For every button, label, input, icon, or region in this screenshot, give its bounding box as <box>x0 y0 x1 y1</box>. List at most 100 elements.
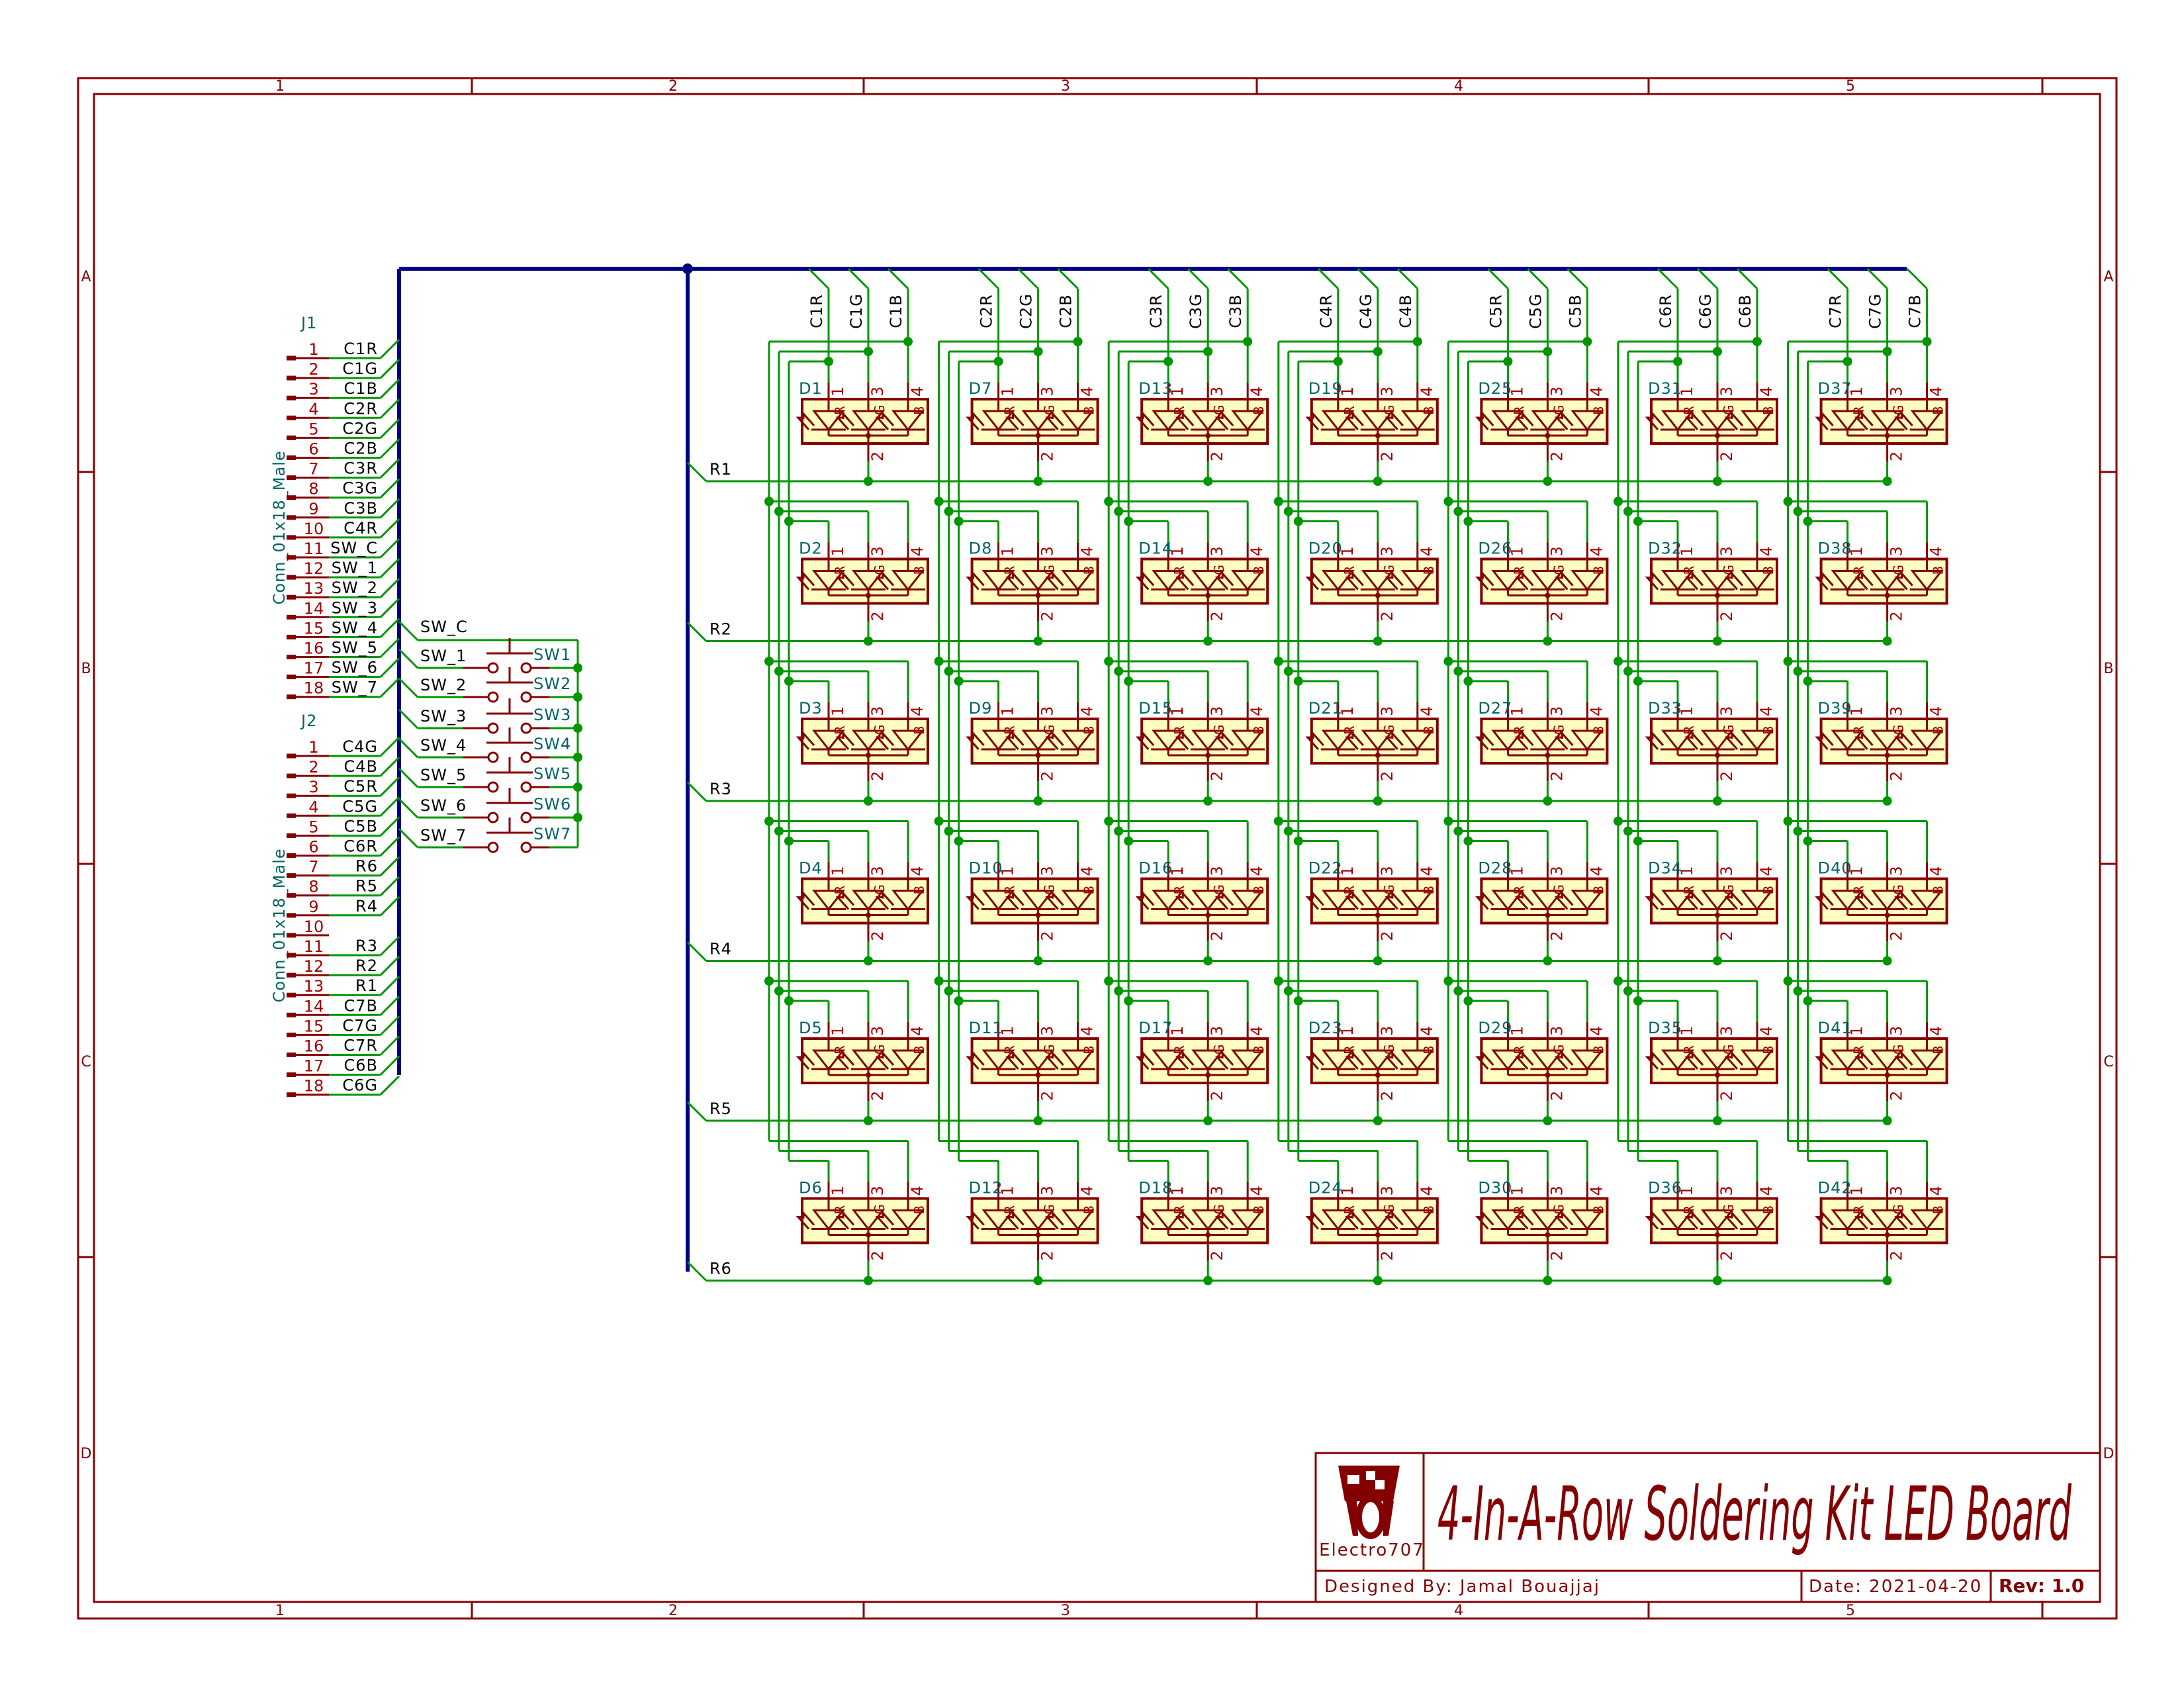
bus-entry <box>1527 267 1549 290</box>
channel-letter: B <box>1760 726 1776 735</box>
pin-number: 4 <box>1248 866 1266 876</box>
bus-entry <box>1187 267 1209 290</box>
light-arrow-icon <box>1475 416 1489 430</box>
pin-number: 2 <box>868 1091 887 1101</box>
junction-dot <box>1333 357 1343 366</box>
pin-number: 2 <box>1038 1091 1057 1101</box>
led-designator: D26 <box>1478 539 1512 558</box>
junction-dot <box>573 692 582 702</box>
channel-letter: G <box>1381 1204 1397 1215</box>
pin-number: 2 <box>1717 931 1736 941</box>
junction-dot <box>1803 836 1813 846</box>
bus-entry <box>1317 267 1339 290</box>
channel-letter: R <box>1681 1045 1697 1055</box>
pin-number: 1 <box>829 546 847 556</box>
light-arrow-icon <box>1815 577 1829 590</box>
pin-number: 4 <box>1418 1026 1436 1036</box>
designed-by: Designed By: Jamal Bouajjaj <box>1324 1577 1600 1597</box>
channel-letter: G <box>1381 1045 1397 1055</box>
light-arrow-icon <box>796 896 810 910</box>
pin-number: 2 <box>1547 1091 1566 1101</box>
bus-entry <box>1148 267 1169 290</box>
pin-number: 4 <box>908 387 927 397</box>
led-designator: D41 <box>1818 1019 1852 1037</box>
light-arrow-icon <box>1135 1216 1150 1230</box>
led-designator: D15 <box>1138 699 1173 718</box>
junction-dot <box>1114 667 1124 676</box>
junction-dot <box>1803 677 1813 686</box>
pin-number: 3 <box>1208 706 1226 716</box>
pin-number: 3 <box>1888 1186 1906 1196</box>
zone-marker-col: 5 <box>1846 1603 1855 1619</box>
pin-number: 3 <box>1378 1026 1396 1036</box>
light-arrow-icon <box>1135 577 1150 590</box>
pin-number: 4 <box>1927 1026 1946 1036</box>
channel-letter: R <box>1851 406 1867 415</box>
pin-number: 3 <box>1888 866 1906 876</box>
light-arrow-icon <box>1515 896 1529 910</box>
light-arrow-icon <box>1515 1216 1529 1230</box>
pin-number: 3 <box>1378 1186 1396 1196</box>
light-arrow-icon <box>875 577 889 590</box>
junction-dot <box>1453 826 1463 836</box>
channel-letter: G <box>1721 405 1737 416</box>
junction-dot <box>1114 506 1124 516</box>
led-designator: D23 <box>1308 1019 1343 1037</box>
channel-letter: B <box>1421 1205 1437 1215</box>
light-arrow-icon <box>835 1216 850 1230</box>
light-arrow-icon <box>1475 1216 1489 1230</box>
bus-entry <box>379 776 400 797</box>
rgb-led <box>1475 1197 1609 1244</box>
channel-letter: R <box>1851 886 1867 895</box>
light-arrow-icon <box>1045 1056 1059 1070</box>
title-block: Electro707 4-In-A-Row Soldering Kit LED … <box>1314 1452 2101 1603</box>
zone-marker-col: 3 <box>1061 1603 1070 1619</box>
junction-dot <box>1793 506 1803 516</box>
light-arrow-icon <box>1214 1216 1229 1230</box>
pin-number: 1 <box>308 738 318 757</box>
led-designator: D29 <box>1478 1019 1512 1037</box>
light-arrow-icon <box>1175 416 1189 430</box>
channel-letter: G <box>1381 884 1397 895</box>
channel-letter: G <box>1211 884 1227 895</box>
net-label: C6R <box>343 837 378 856</box>
junction-dot <box>573 663 582 673</box>
net-label: C4R <box>343 519 378 538</box>
switch-contact <box>487 722 499 734</box>
pin-number: 7 <box>308 858 318 876</box>
junction-dot <box>1124 516 1134 526</box>
bus-entry <box>398 827 419 849</box>
net-label: SW_3 <box>420 707 467 726</box>
pin-number: 4 <box>1418 1186 1436 1196</box>
led-designator: D11 <box>969 1019 1003 1037</box>
rgb-led <box>1135 557 1269 605</box>
junction-dot <box>1453 986 1463 996</box>
pin-number: 10 <box>304 520 324 538</box>
net-label: C3G <box>342 479 378 498</box>
pin-number: 3 <box>1378 387 1396 397</box>
channel-letter: R <box>1681 726 1697 735</box>
light-arrow-icon <box>1724 577 1739 590</box>
light-arrow-icon <box>1724 1056 1739 1070</box>
channel-letter: R <box>1002 1205 1018 1215</box>
bus-entry <box>379 896 400 916</box>
channel-letter: B <box>911 1045 927 1055</box>
net-label: C5R <box>343 777 378 796</box>
junction-dot <box>1283 986 1293 996</box>
light-arrow-icon <box>1214 577 1229 590</box>
bus-entry <box>1866 267 1888 290</box>
led-designator: D37 <box>1818 379 1852 398</box>
junction-dot <box>1293 836 1303 846</box>
pin-number: 4 <box>308 798 318 816</box>
light-arrow-icon <box>1005 736 1019 750</box>
pin-number: 4 <box>1757 706 1776 716</box>
light-arrow-icon <box>1684 577 1699 590</box>
bus-entry <box>379 757 400 777</box>
switch-ref: SW3 <box>533 706 571 724</box>
bus-entry <box>379 518 400 538</box>
zone-marker-col: 1 <box>275 1603 285 1619</box>
net-label: C3G <box>1187 293 1205 329</box>
pin-number: 4 <box>1078 387 1097 397</box>
net-label: SW_7 <box>332 679 378 697</box>
pin-number: 9 <box>308 898 318 916</box>
